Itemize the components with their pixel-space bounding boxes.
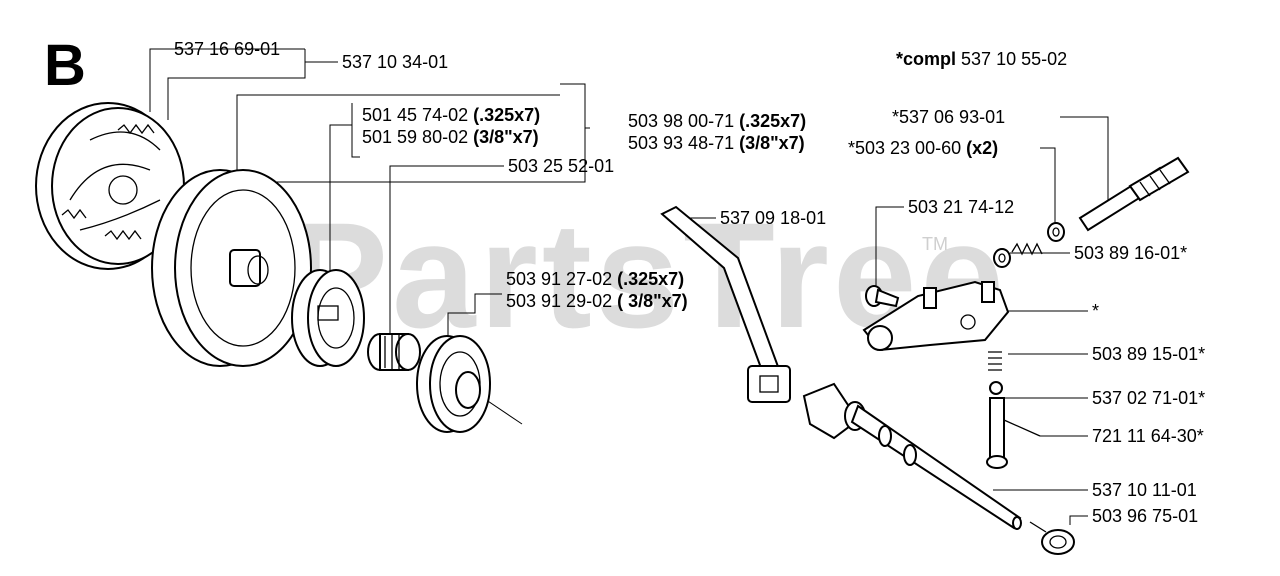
leader-537-10-34-01-bracket	[167, 49, 306, 120]
part-label: 501 59 80-02 (3/8"x7)	[362, 127, 539, 147]
part-label: *537 06 93-01	[892, 107, 1006, 127]
part-label: 503 25 52-01	[508, 156, 615, 176]
leader-503-96-75-01	[1069, 515, 1088, 525]
screw	[865, 285, 900, 308]
part-label: 503 91 27-02 (.325x7)	[506, 269, 685, 289]
oil-pump-shaft	[802, 382, 1022, 530]
leader-501-bracket	[351, 103, 360, 158]
part-label: 503 91 29-02 ( 3/8"x7)	[506, 291, 688, 311]
part-label: 503 96 75-01	[1092, 506, 1199, 526]
spring	[1011, 242, 1043, 256]
clutch-drum	[151, 169, 312, 367]
part-label: *503 23 00-60 (x2)	[848, 138, 999, 158]
part-label: 501 45 74-02 (.325x7)	[362, 105, 541, 125]
part-label: 721 11 64-30*	[1092, 426, 1204, 446]
clutch-assembly	[35, 102, 185, 270]
part-label: 537 09 18-01	[720, 208, 827, 228]
part-label: 537 16 69-01	[174, 39, 281, 59]
leader-537-16-69-01	[149, 48, 305, 112]
trademark-mark: TM	[922, 234, 948, 254]
part-label: 503 98 00-71 (.325x7)	[628, 111, 807, 131]
leader-503-21-74-12	[875, 206, 904, 290]
pump-bracket	[862, 280, 1010, 352]
pump-pin	[986, 381, 1041, 469]
part-label: 503 21 74-12	[908, 197, 1015, 217]
brake-lever	[660, 205, 791, 403]
part-label: 537 02 71-01*	[1092, 388, 1206, 408]
leader-503-23-00-60	[1040, 147, 1056, 222]
section-letter: B	[44, 33, 86, 98]
leader-bracket-top	[560, 83, 590, 129]
adjuster-knob	[1029, 521, 1075, 555]
part-label: *compl 537 10 55-02	[896, 49, 1068, 69]
rim-sprocket	[291, 269, 365, 367]
adjuster-shaft	[1078, 156, 1190, 232]
part-label: 503 93 48-71 (3/8"x7)	[628, 133, 805, 153]
spur-sprocket	[416, 335, 491, 433]
leader-sprocket-rim	[329, 124, 352, 290]
part-label: *	[1092, 301, 1100, 321]
part-label: 537 10 34-01	[342, 52, 449, 72]
leader-needle-bearing	[389, 165, 504, 360]
part-label: 503 89 15-01*	[1092, 344, 1206, 364]
needle-bearing	[367, 333, 421, 371]
part-label: 537 10 11-01	[1092, 480, 1197, 500]
small-spring	[988, 351, 1002, 371]
part-label: 503 89 16-01*	[1074, 243, 1188, 263]
leader-537-06-93-01	[1060, 116, 1109, 202]
washers	[993, 222, 1065, 268]
